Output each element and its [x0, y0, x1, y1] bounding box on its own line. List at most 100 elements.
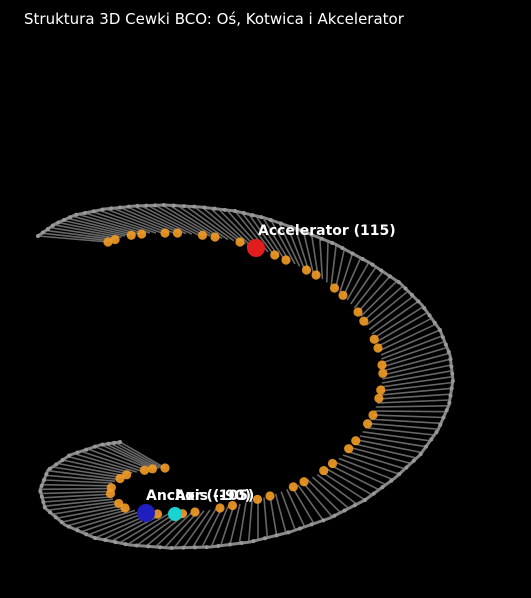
coil-spoke [321, 471, 366, 501]
coil-spoke [278, 222, 301, 267]
coil-bead [301, 265, 312, 275]
coil-bead [344, 444, 354, 454]
helix-dot [429, 437, 434, 442]
coil-spoke [330, 244, 337, 286]
coil-bead [377, 360, 387, 370]
helix-dot [41, 500, 46, 504]
coil-bead [106, 483, 116, 493]
coil-spoke [52, 466, 122, 479]
coil-spoke [98, 209, 163, 234]
helix-dot [83, 211, 87, 215]
coil-spoke [349, 446, 412, 465]
helix-dot [171, 203, 176, 208]
coil-spoke [80, 510, 141, 533]
coil-bead [235, 237, 245, 247]
coil-spoke [365, 290, 409, 326]
coil-spoke [382, 364, 452, 380]
coil-spoke [40, 487, 112, 491]
helix-dot [389, 478, 394, 483]
coil-spoke [61, 507, 126, 523]
coil-bead [353, 307, 363, 317]
helix-dot [443, 342, 448, 347]
helix-dot [438, 328, 442, 332]
helix-dot [416, 299, 421, 304]
coil-spoke [248, 213, 280, 258]
helix-dot [418, 451, 423, 456]
helix-dot [286, 530, 291, 535]
helix-dot [448, 393, 453, 398]
helix-dot [409, 292, 414, 297]
helix-dot [74, 212, 79, 217]
helix-dot [40, 230, 45, 235]
coil-spoke [119, 513, 169, 544]
helix-dot [250, 213, 255, 218]
helix-dot [202, 205, 207, 210]
coil-spoke [311, 476, 350, 510]
coil-spoke [291, 486, 315, 525]
coil-spoke [56, 505, 123, 519]
coil-spoke [370, 418, 441, 425]
coil-bead [265, 491, 275, 501]
helix-dot [212, 206, 217, 211]
accelerator-label: Accelerator (115) [258, 223, 396, 239]
coil-bead [172, 228, 183, 238]
coil-spoke [161, 204, 217, 238]
coil-bead [369, 334, 379, 344]
helix-dot [112, 440, 117, 445]
coil-bead [152, 509, 163, 519]
helix-dot [446, 349, 451, 354]
coil-spoke [316, 473, 358, 505]
coil-spoke [219, 504, 235, 546]
coil-spoke [77, 213, 146, 235]
coil-spoke [346, 261, 370, 301]
helix-dot [62, 217, 67, 222]
helix-dot [397, 472, 402, 477]
coil-bead [374, 393, 384, 403]
coil-spoke [164, 511, 199, 549]
helix-dot [118, 205, 122, 210]
helix-dot [100, 207, 105, 212]
coil-spoke [263, 497, 269, 538]
coil-spoke [127, 513, 175, 546]
coil-spoke [294, 228, 310, 272]
helix-dot [396, 280, 401, 285]
coil-spoke [378, 323, 437, 352]
coil-spoke [119, 441, 166, 469]
helix-dot [44, 472, 49, 477]
helix-dot [100, 442, 105, 447]
helix-dot [330, 240, 335, 245]
helix-dot [404, 465, 409, 470]
helix-dot [438, 422, 443, 427]
coil-spoke [368, 295, 414, 331]
coil-spoke [62, 459, 129, 475]
coil-bead [252, 494, 263, 504]
axis-marker [168, 507, 182, 521]
chart-title: Struktura 3D Cewki BCO: Oś, Kotwica i Ak… [24, 10, 405, 28]
helix-dot [332, 513, 337, 518]
coil-spoke [110, 513, 163, 542]
coil-bead [373, 343, 383, 353]
helix-dot [379, 268, 384, 273]
coil-spoke [381, 335, 443, 360]
helix-dot [93, 444, 97, 449]
helix-dot [380, 485, 385, 490]
helix-dot [449, 364, 454, 369]
helix-dot [42, 505, 47, 510]
coil-bead [378, 368, 388, 378]
helix-dot [350, 251, 355, 256]
coil-spoke [381, 346, 448, 368]
coil-spoke [310, 234, 319, 277]
helix-dot [45, 227, 50, 231]
helix-dot [216, 543, 221, 548]
helix-dot [363, 498, 367, 502]
coil-bead [110, 234, 120, 245]
helix-dot [103, 538, 108, 543]
coil-spoke [84, 212, 151, 234]
coil-spoke [114, 441, 163, 469]
coil-spoke [382, 352, 450, 372]
coil-spoke [47, 500, 117, 512]
helix-dot [47, 466, 52, 471]
helix-dot [204, 545, 209, 550]
helix-dot [411, 458, 416, 463]
